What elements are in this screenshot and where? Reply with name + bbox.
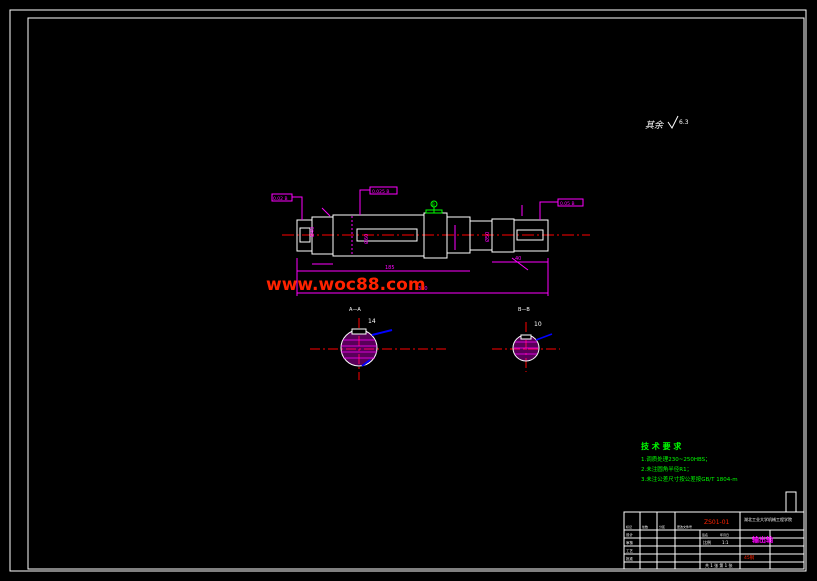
watermark-text: www.woc88.com [266,275,426,295]
keyway-left [299,227,311,243]
roughness-note-text: 其余 [645,120,664,131]
tb-row-3: 工艺 [626,548,634,553]
tb-row-4: 批准 [626,556,634,561]
section-right-dim: 10 [534,321,542,328]
tb-corner-box [785,491,797,513]
tb-col-3: 分区 [659,524,665,529]
datum-label: B [432,202,435,207]
tb-sheet: 共 1 张 第 1 张 [705,562,732,568]
tb-row-2: 审核 [626,540,634,545]
tol-left-leader [292,196,303,220]
dia-right-text: Ø50 [484,232,491,242]
dia-mid-text: Ø60 [363,234,370,244]
tol-left-text: 0.02 B [273,196,288,202]
tb-row-1: 设计 [626,532,634,537]
section-right-keyway [520,334,532,340]
tb-part-name: 输出轴 [752,535,773,544]
dim-right-text: 40 [515,256,521,262]
roughness-note: 其余 6.3 [645,115,689,131]
tb-col-4: 更改文件号 [677,524,692,529]
title-block: ZS01-01 湖北工业大学机械工程学院 输出轴 45钢 比例 1:1 共 1 … [623,491,805,570]
dimensions: 370 185 40 Ø40 Ø60 Ø50 [296,205,549,296]
tb-col-2: 处数 [642,524,648,529]
keyway-mid [356,228,418,242]
shaft-outline [296,212,549,259]
datum-base [425,209,443,214]
section-left-arrow-top [371,329,393,336]
section-left-circle [340,329,378,367]
section-right: B—B 10 [492,307,560,372]
tech-req-item-1: 1.调质处理230~250HBS； [641,455,711,463]
keyway-right [516,229,544,241]
tech-req-item-3: 3.未注公差尺寸按公差按GB/T 1804-m [641,475,738,483]
tech-requirements: 技 术 要 求 1.调质处理230~250HBS； 2.未注圆角半径R1； 3.… [641,441,738,483]
tb-col-6: 年月日 [720,532,729,537]
tb-scale: 1:1 [722,540,729,545]
tb-drawing-no: ZS01-01 [704,519,730,526]
tol-mid-leader [359,189,370,215]
section-left-label: A—A [349,307,361,313]
tb-scale-label: 比例 [703,539,711,545]
tb-col-1: 标记 [626,524,632,529]
dia-leader-1 [321,207,331,217]
tb-col-5: 签名 [702,532,708,537]
section-right-hatch [514,341,538,355]
tolerance-frames: 0.02 B 0.025 B 0.05 B B [271,186,584,220]
section-right-label: B—B [518,307,530,313]
dia-left-text: Ø40 [309,227,316,237]
tb-school: 湖北工业大学机械工程学院 [744,516,792,522]
section-left: A—A 14 [310,307,446,380]
section-right-arrow [535,333,553,341]
section-left-keyway [351,328,367,335]
outer-frame [9,9,807,572]
section-left-dim: 14 [368,318,376,325]
dim-overall-text: 370 [418,286,428,292]
tech-req-item-2: 2.未注圆角半径R1； [641,465,692,473]
leader-right-bottom [511,257,529,271]
inner-frame [27,17,805,570]
section-left-hatch [341,339,377,359]
tol-mid-text: 0.025 B [372,189,389,195]
section-left-arrow-bottom [361,359,371,367]
tol-right-text: 0.05 B [560,201,575,207]
tb-material: 45钢 [744,554,755,561]
roughness-value: 6.3 [679,119,689,126]
tol-right-leader [539,201,558,220]
roughness-symbol [667,115,679,129]
dim-mid-text: 185 [385,265,395,271]
tech-req-title: 技 术 要 求 [641,441,682,451]
title-block-frame [623,511,805,570]
